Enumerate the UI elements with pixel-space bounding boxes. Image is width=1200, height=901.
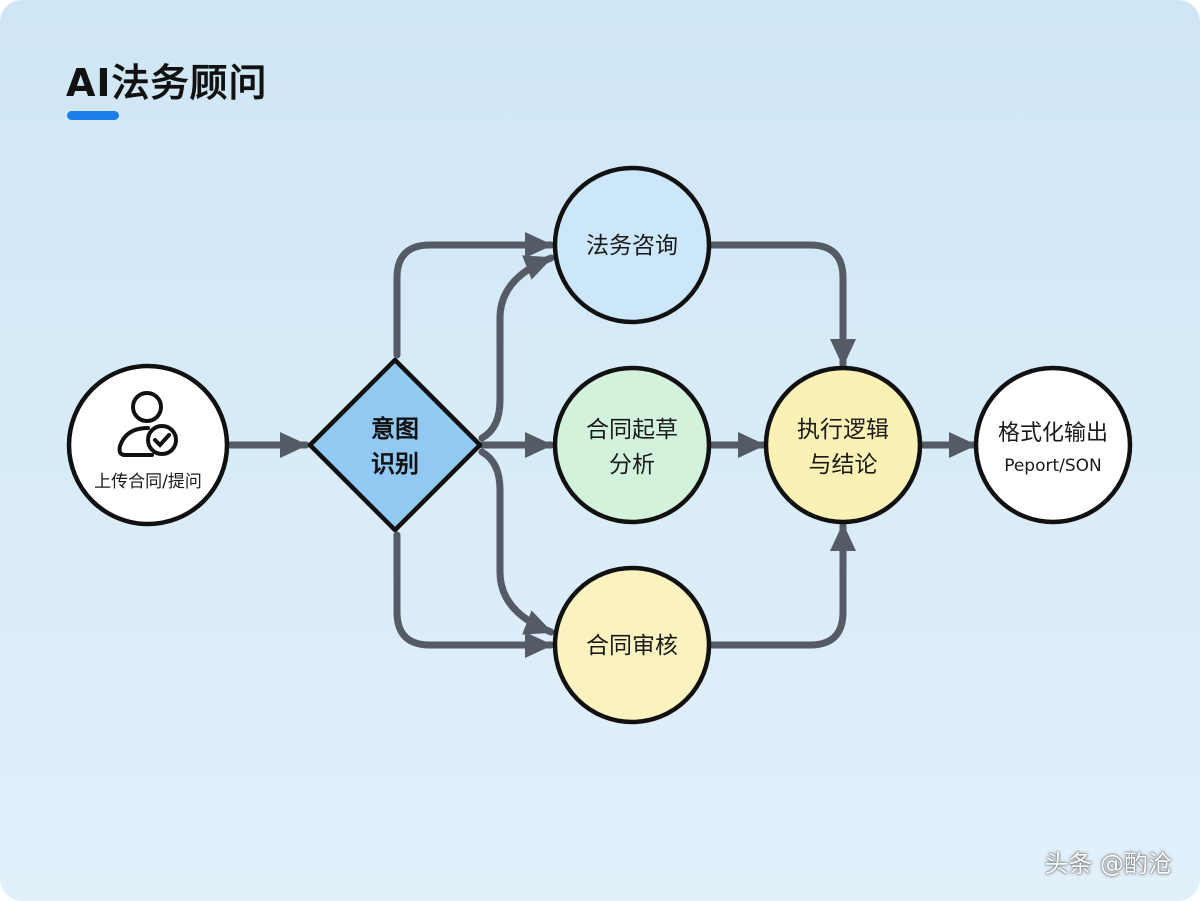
draft-label-2: 分析: [609, 452, 655, 478]
edge-intent-consult-top: [393, 232, 555, 359]
edge-consult-execute: [706, 241, 856, 369]
user-check-icon: [117, 391, 178, 457]
consult-label: 法务咨询: [586, 233, 678, 259]
node-intent: [307, 357, 483, 533]
node-consult: [552, 165, 712, 325]
output-label-1: 格式化输出: [998, 421, 1108, 446]
execute-label-1: 执行逻辑: [797, 417, 889, 443]
edge-intent-consult-curve: [478, 254, 555, 442]
node-output: [973, 365, 1133, 525]
execute-label-2: 与结论: [809, 452, 878, 478]
review-label: 合同审核: [586, 633, 678, 659]
node-draft: [552, 365, 712, 525]
upload-label: 上传合同/提问: [94, 472, 202, 492]
edge-intent-review-bottom: [393, 531, 555, 658]
node-review: [552, 565, 712, 725]
watermark: 头条 @酌沧: [1044, 850, 1172, 878]
page-title: AI法务顾问: [66, 61, 268, 105]
edge-review-execute: [706, 521, 856, 649]
edge-intent-review-curve: [478, 448, 555, 636]
title-underline: [67, 111, 119, 120]
intent-label-1: 意图: [371, 415, 419, 443]
node-execute: [763, 365, 923, 525]
output-label-2: Peport/SON: [1004, 456, 1102, 476]
intent-label-2: 识别: [371, 450, 419, 478]
draft-label-1: 合同起草: [586, 417, 678, 443]
